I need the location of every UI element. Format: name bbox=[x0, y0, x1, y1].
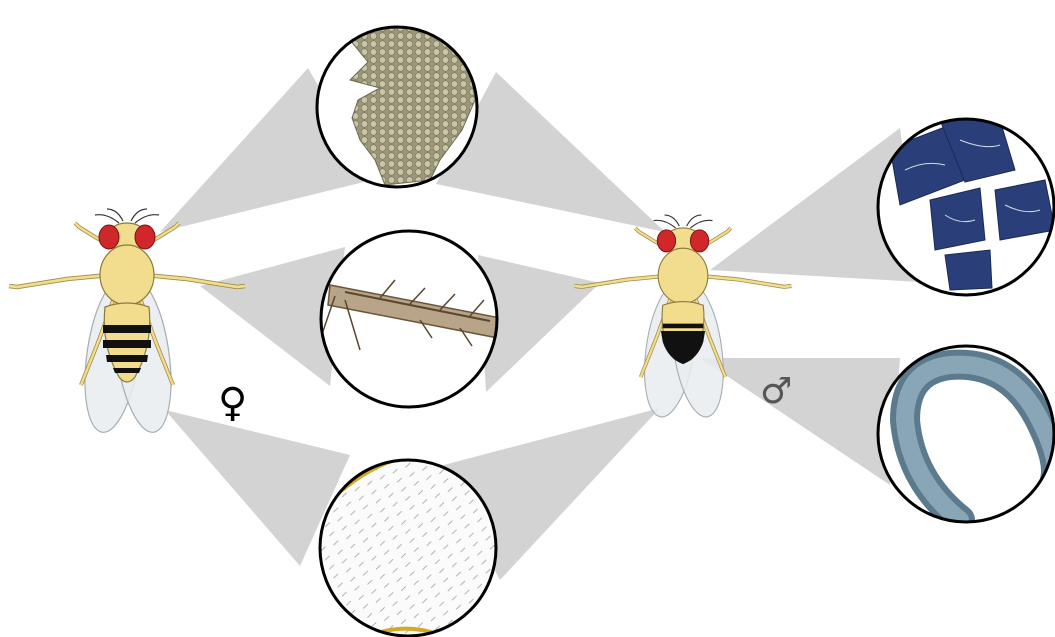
compound-eye-icon bbox=[317, 15, 477, 187]
female-symbol: ♀ bbox=[218, 383, 247, 423]
projection-wedges bbox=[160, 68, 920, 580]
wing-hairs-icon bbox=[320, 458, 496, 637]
testis-tissue-icon bbox=[878, 119, 1055, 295]
gut-tube-icon bbox=[878, 346, 1055, 522]
leg-bristles-icon bbox=[320, 231, 500, 407]
male-symbol: ♂ bbox=[760, 374, 792, 410]
female-fly-icon bbox=[9, 209, 245, 436]
